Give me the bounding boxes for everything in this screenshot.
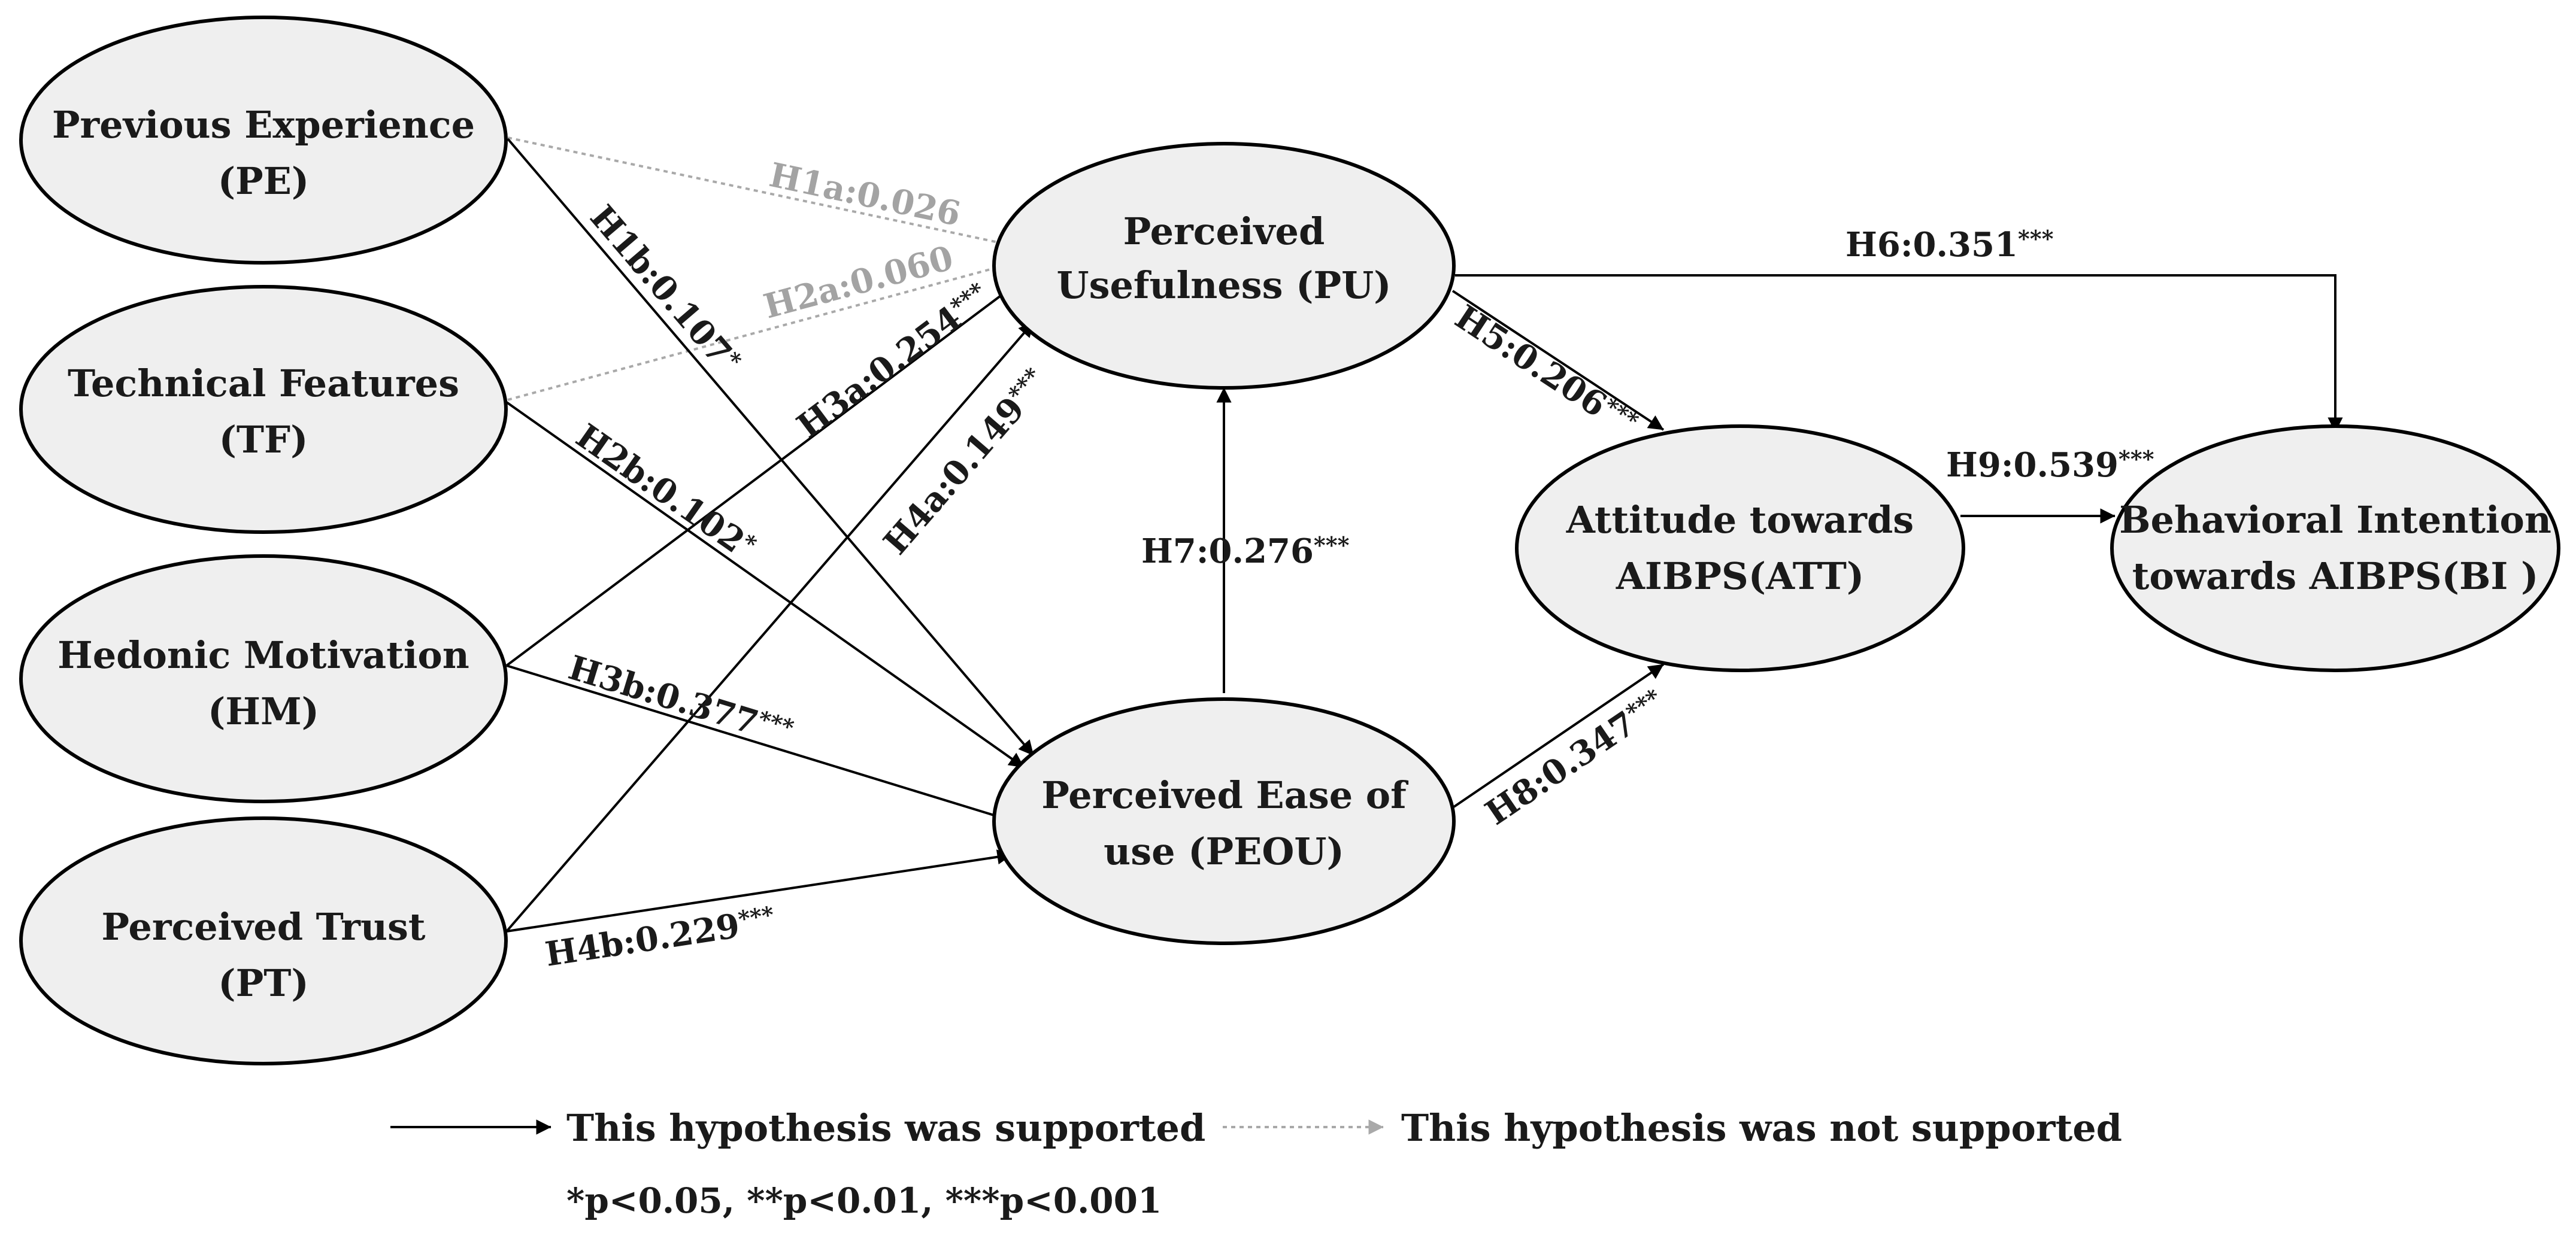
node-pt-line2: (PT) [218, 961, 308, 1005]
node-hm-line2: (HM) [208, 690, 319, 733]
label-h3b: H3b:0.377*** [564, 648, 797, 753]
path-h4b [506, 849, 1013, 933]
path-h2a [507, 259, 1017, 401]
path-h5 [1451, 290, 1665, 431]
significance-note: *p<0.05, **p<0.01, ***p<0.001 [566, 1180, 1162, 1221]
node-pu-line2: Usefulness (PU) [1057, 263, 1392, 307]
node-perceived-ease-of-use: Perceived Ease of use (PEOU) [992, 697, 1456, 945]
legend: This hypothesis was supported This hypot… [390, 1106, 2122, 1150]
label-h8: H8:0.347*** [1478, 684, 1673, 833]
node-tf-line1: Technical Features [68, 362, 459, 405]
path-h1a [507, 136, 1019, 251]
node-att-line1: Attitude towards [1566, 498, 1914, 542]
node-bi-line1: Behavioral Intention [2119, 498, 2551, 542]
legend-supported-label: This hypothesis was supported [566, 1106, 1205, 1150]
node-att-line2: AIBPS(ATT) [1616, 554, 1864, 598]
node-pt-line1: Perceived Trust [101, 905, 425, 949]
node-pe-line2: (PE) [218, 159, 310, 203]
label-h4a: H4a:0.149*** [876, 362, 1056, 562]
legend-supported: This hypothesis was supported [390, 1106, 1205, 1150]
label-h4b: H4b:0.229*** [543, 901, 777, 974]
label-h7: H7:0.276*** [1141, 532, 1350, 571]
path-h8 [1453, 663, 1665, 808]
path-h4a [505, 321, 1035, 933]
node-previous-experience: Previous Experience (PE) [19, 16, 508, 265]
node-attitude: Attitude towards AIBPS(ATT) [1515, 424, 1965, 672]
node-perceived-trust: Perceived Trust (PT) [19, 816, 508, 1065]
node-perceived-usefulness: Perceived Usefulness (PU) [992, 142, 1456, 390]
node-hm-line1: Hedonic Motivation [57, 633, 469, 677]
path-h2b [505, 401, 1025, 769]
path-h1b [507, 138, 1035, 757]
node-pe-line1: Previous Experience [52, 103, 475, 147]
label-h1a: H1a:0.026 [766, 155, 964, 234]
node-tf-line2: (TF) [219, 418, 308, 461]
node-pu-line1: Perceived [1123, 209, 1325, 253]
legend-not-supported-label: This hypothesis was not supported [1401, 1106, 2122, 1150]
node-bi-line2: towards AIBPS(BI ) [2132, 554, 2539, 598]
label-h1b: H1b:0.107* [582, 198, 747, 381]
node-peou-line2: use (PEOU) [1104, 830, 1344, 873]
node-peou-line1: Perceived Ease of [1041, 773, 1408, 817]
node-hedonic-motivation: Hedonic Motivation (HM) [19, 554, 508, 803]
label-h2b: H2b:0.102* [569, 416, 762, 567]
path-h3b [506, 664, 1010, 823]
label-h9: H9:0.539*** [1946, 445, 2154, 485]
label-h6: H6:0.351*** [1845, 225, 2054, 265]
node-behavioral-intention: Behavioral Intention towards AIBPS(BI ) [2110, 424, 2560, 672]
legend-not-supported: This hypothesis was not supported [1223, 1106, 2122, 1150]
label-h5: H5:0.206*** [1448, 297, 1644, 445]
node-technical-features: Technical Features (TF) [19, 285, 508, 534]
path-h3a [505, 279, 1023, 667]
path-h6 [1455, 274, 2343, 433]
